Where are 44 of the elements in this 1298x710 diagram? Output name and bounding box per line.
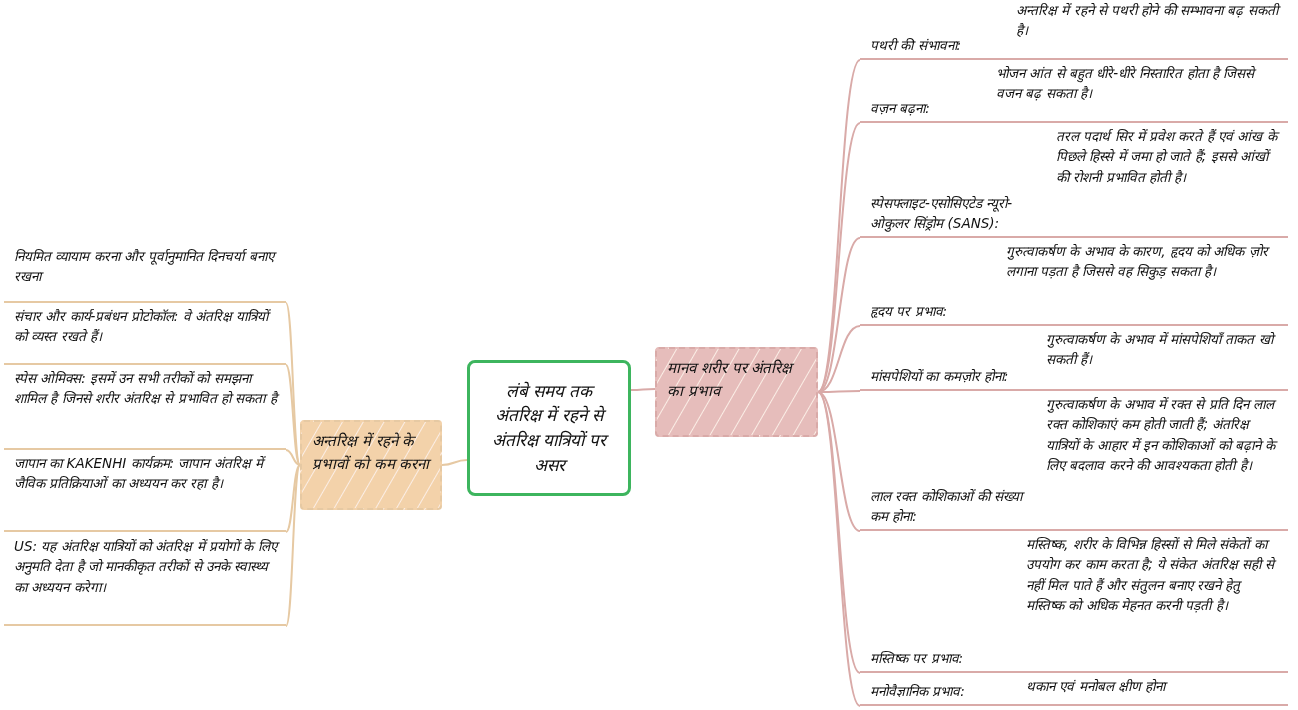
branch-topic-box: मानव शरीर पर अंतरिक्ष का प्रभाव	[655, 347, 818, 437]
topic-underline	[860, 329, 1288, 391]
topic-label: पथरी की संभावना:	[870, 35, 963, 55]
topic-underline	[860, 0, 1288, 60]
topic-label: हृदय पर प्रभाव:	[870, 301, 949, 321]
topic-underline	[4, 453, 286, 532]
topic-underline	[860, 676, 1288, 706]
topic-label: US: यह अंतरिक्ष यात्रियों को अंतरिक्ष में प्रयोगों के लिए अनुमति देता है जो मानकीकृत तरीकों से उनके स्वास्थ्य का अध्ययन करेगा।	[14, 536, 280, 597]
description-text: मस्तिष्क, शरीर के विभिन्न हिस्सों से मिले संकेतों का उपयोग कर काम करता है; ये संकेत अंतरिक्ष सही से नहीं मिल पाते हैं और संतुलन बनाए रखने हेतु मस्तिष्क को अधिक मेहनत करनी पड़ती है।	[1025, 535, 1278, 615]
topic-underline	[4, 368, 286, 450]
topic-underline	[860, 394, 1288, 531]
central-topic-box: लंबे समय तक अंतरिक्ष में रहने से अंतरिक्ष यात्रियों पर असर	[467, 360, 631, 496]
topic-label: मस्तिष्क पर प्रभाव:	[870, 648, 965, 668]
topic-label: वज़न बढ़ना:	[870, 98, 931, 118]
topic-label: जापान का KAKENHI कार्यक्रम: जापान अंतरिक्ष में जैविक प्रतिक्रियाओं का अध्ययन कर रहा है।	[14, 453, 280, 494]
topic-label: नियमित व्यायाम करना और पूर्वानुमानित दिनचर्या बनाए रखना	[14, 246, 280, 287]
topic-underline	[4, 536, 286, 626]
description-text: भोजन आंत से बहुत धीरे-धीरे निस्तारित होता है जिससे वजन बढ़ सकता है।	[995, 64, 1258, 104]
topic-underline	[860, 126, 1288, 238]
description-text: थकान एवं मनोबल क्षीण होना	[1025, 677, 1169, 696]
connector-line	[285, 464, 301, 533]
connector-line	[285, 464, 301, 627]
topic-label: स्पेस ओमिक्स: इसमें उन सभी तरीकों को समझना शामिल है जिनसे शरीर अंतरिक्ष से प्रभावित हो सकता है	[14, 368, 280, 409]
topic-underline	[860, 241, 1288, 326]
connector-line	[285, 449, 301, 466]
topic-label: मांसपेशियों का कमज़ोर होना:	[870, 366, 1010, 386]
description-text: गुरुत्वाकर्षण के अभाव के कारण, हृदय को अधिक ज़ोर लगाना पड़ता है जिससे वह सिकुड़ सकता है।	[1005, 242, 1271, 282]
topic-label: लाल रक्त कोशिकाओं की संख्या कम होना:	[870, 486, 1026, 526]
topic-label: मनोवैज्ञानिक प्रभाव:	[870, 681, 966, 701]
connector-line	[285, 364, 301, 466]
topic-underline	[860, 63, 1288, 123]
description-text: गुरुत्वाकर्षण के अभाव में रक्त से प्रति दिन लाल रक्त कोशिकाएं कम होती जाती हैं; अंतरिक्ष यात्रियों के आहार में इन कोशिकाओं को बढ़ाने के लिए बदलाव करने की आवश्यकता होती है।	[1045, 395, 1279, 475]
description-text: अन्तरिक्ष में रहने से पथरी होने की सम्भावना बढ़ सकती है।	[1010, 0, 1282, 41]
topic-label: संचार और कार्य-प्रबंधन प्रोटोकॉल: वे अंतरिक्ष यात्रियों को व्यस्त रखते हैं।	[14, 307, 272, 347]
topic-underline	[860, 534, 1288, 673]
connector-line	[441, 459, 468, 466]
topic-underline	[4, 306, 286, 365]
branch-topic-box: अन्तरिक्ष में रहने के प्रभावों को कम करना	[300, 420, 442, 510]
topic-underline	[4, 246, 286, 303]
description-text: तरल पदार्थ सिर में प्रवेश करते हैं एवं आंख के पिछले हिस्से में जमा हो जाते हैं; इससे आंखों की रोशनी प्रभावित होती है।	[1050, 126, 1282, 187]
description-text: गुरुत्वाकर्षण के अभाव में मांसपेशियाँ ताकत खो सकती हैं।	[1040, 329, 1282, 370]
connector-line	[630, 388, 656, 391]
connector-line	[817, 122, 861, 393]
topic-label: स्पेसफ्लाइट-एसोसिएटेड न्यूरो-ओकुलर सिंड्रोम (SANS):	[870, 193, 1014, 233]
